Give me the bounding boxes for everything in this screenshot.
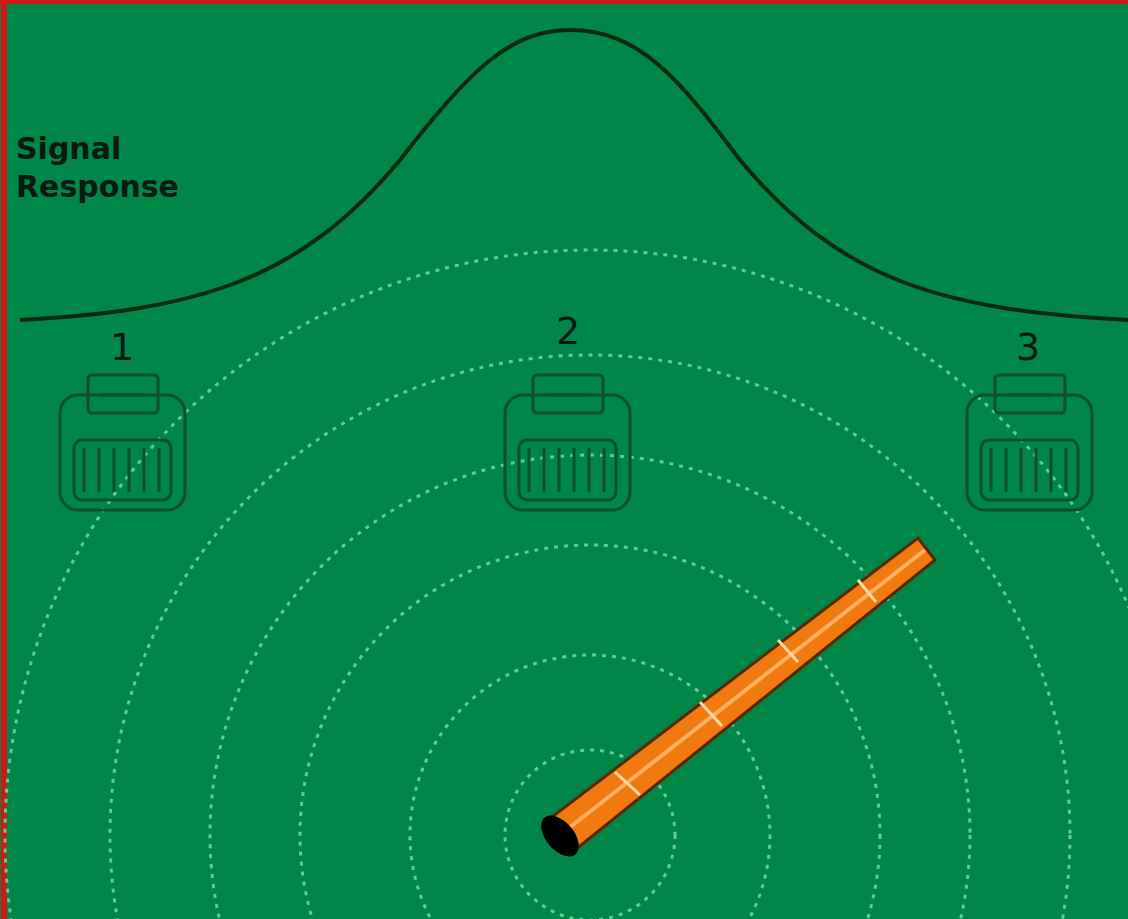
receiver-part bbox=[143, 448, 146, 492]
receiver-part bbox=[528, 448, 531, 492]
receiver-part bbox=[1065, 448, 1068, 492]
receiver-part bbox=[995, 375, 1065, 413]
callout-number: 3 bbox=[1016, 328, 1040, 366]
callout-number: 1 bbox=[110, 328, 134, 366]
receiver-part bbox=[83, 448, 86, 492]
receiver-part bbox=[573, 448, 576, 492]
receiver-part bbox=[533, 375, 603, 413]
receiver-part bbox=[588, 448, 591, 492]
receiver-part bbox=[545, 394, 590, 397]
signal-label: Signal Response bbox=[16, 130, 226, 205]
receiver-part bbox=[981, 440, 1078, 500]
receiver-part bbox=[1035, 448, 1038, 492]
receiver-part bbox=[88, 375, 158, 413]
receiver-part bbox=[603, 448, 606, 492]
receiver-part bbox=[558, 448, 561, 492]
signal-waves bbox=[5, 250, 1128, 919]
receiver-part bbox=[519, 440, 616, 500]
receiver-part bbox=[1050, 448, 1053, 492]
receiver-part bbox=[113, 448, 116, 492]
receiver-part bbox=[543, 448, 546, 492]
receiver-part bbox=[1005, 448, 1008, 492]
receiver-icons bbox=[60, 375, 1092, 510]
receiver-part bbox=[1007, 394, 1052, 397]
receiver-part bbox=[100, 394, 145, 397]
callout-number: 2 bbox=[556, 312, 580, 350]
receiver-part bbox=[158, 448, 161, 492]
response-curve bbox=[20, 30, 1128, 320]
receiver-part bbox=[990, 448, 993, 492]
receiver-part bbox=[98, 448, 101, 492]
receiver-part bbox=[1020, 448, 1023, 492]
receiver-part bbox=[128, 448, 131, 492]
probe bbox=[534, 538, 935, 863]
receiver-part bbox=[74, 440, 171, 500]
